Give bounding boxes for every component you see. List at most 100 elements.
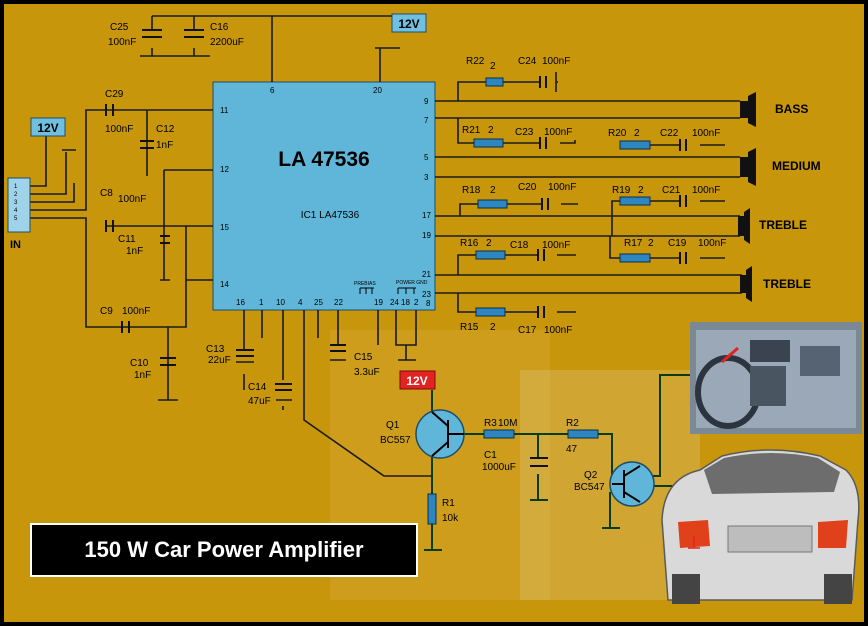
supply-tag-mid: [399, 370, 436, 390]
ic-pin-1: 1: [259, 298, 264, 307]
value-q2: BC547: [574, 482, 605, 493]
value-c17: 100nF: [544, 325, 572, 336]
label-c8: C8: [100, 188, 113, 199]
value-r2: 47: [566, 444, 578, 455]
ic-pin-4: 4: [298, 298, 303, 307]
label-c16: C16: [210, 22, 229, 33]
treble-wiring-1: [435, 200, 740, 237]
ic-pin-19: 19: [422, 231, 431, 240]
label-r2: R2: [566, 418, 579, 429]
ic-pin-15: 15: [220, 223, 229, 232]
label-c21: C21: [662, 185, 681, 196]
switch-stage-wiring: [424, 374, 700, 551]
dashboard-photo: [690, 322, 862, 434]
value-c13: 22uF: [208, 355, 231, 366]
value-r3: 10M: [498, 418, 517, 429]
value-r22: 2: [490, 61, 496, 72]
value-r21: 2: [488, 125, 494, 136]
label-c9: C9: [100, 306, 113, 317]
label-r20: R20: [608, 128, 627, 139]
label-c17: C17: [518, 325, 537, 336]
input-pin-1: 1: [14, 184, 18, 190]
label-c20: C20: [518, 182, 537, 193]
power-gnd-label: POWER GND: [396, 280, 428, 286]
bass-medium-wiring: [435, 72, 740, 178]
label-c11: C11: [118, 234, 136, 245]
bottom-wiring: [243, 310, 432, 477]
label-c10: C10: [130, 358, 149, 369]
ic-name: LA 47536: [278, 148, 369, 171]
treble-wiring-2: [435, 236, 742, 313]
supply-ground-bus: [140, 48, 210, 57]
ic-pin-14: 14: [220, 280, 229, 289]
label-c18: C18: [510, 240, 529, 251]
transistor-q2: [609, 461, 655, 507]
value-c21: 100nF: [692, 185, 720, 196]
ic-pin-20: 20: [373, 86, 382, 95]
bottom-grounds: [236, 359, 346, 410]
ic-pin-9: 9: [424, 97, 429, 106]
speaker-treble-2-label: TREBLE: [763, 277, 811, 291]
value-c22: 100nF: [692, 128, 720, 139]
supply-wiring: [151, 15, 401, 82]
ic-pin-6: 6: [270, 86, 275, 95]
value-r20: 2: [634, 128, 640, 139]
supply-tag-left: [30, 117, 66, 137]
ic-pin-17: 17: [422, 211, 431, 220]
bias-wiring: [146, 110, 213, 401]
ic-internal-switches: [359, 287, 416, 294]
ic-pin-10: 10: [276, 298, 285, 307]
label-q1: Q1: [386, 420, 400, 431]
label-c14: C14: [248, 382, 267, 393]
label-c12: C12: [156, 124, 175, 135]
supply-tag-top: [391, 13, 427, 33]
ic-pin-19b: 19: [374, 298, 383, 307]
input-pin-2: 2: [14, 192, 18, 198]
value-c11: 1nF: [126, 246, 143, 257]
ic-pin-23: 23: [422, 290, 431, 299]
label-c13: C13: [206, 344, 225, 355]
value-c20: 100nF: [548, 182, 576, 193]
value-c29: 100nF: [105, 124, 133, 135]
label-r15: R15: [460, 322, 479, 333]
supply-tag-top-label: 12V: [398, 17, 419, 31]
ic-pin-21: 21: [422, 270, 431, 279]
ic-pin-18: 18: [401, 298, 410, 307]
ic-pin-11: 11: [220, 106, 229, 115]
value-c14: 47uF: [248, 396, 271, 407]
value-r16: 2: [486, 238, 492, 249]
value-c24: 100nF: [542, 56, 570, 67]
value-c12: 1nF: [156, 140, 173, 151]
label-r22: R22: [466, 56, 485, 67]
label-c29: C29: [105, 89, 124, 100]
input-label: IN: [10, 239, 21, 251]
ic-pin-2: 2: [414, 298, 419, 307]
label-r3: R3: [484, 418, 497, 429]
value-c16: 2200uF: [210, 37, 244, 48]
value-c1: 1000uF: [482, 462, 516, 473]
supply-tag-left-label: 12V: [37, 121, 58, 135]
speaker-treble-1-label: TREBLE: [759, 218, 807, 232]
ic-pin-3: 3: [424, 173, 429, 182]
transistor-q1: [415, 409, 465, 459]
title-box: [30, 523, 418, 577]
label-r19: R19: [612, 185, 631, 196]
value-r15: 2: [490, 322, 496, 333]
ic-pin-24: 24: [390, 298, 399, 307]
speaker-bass-label: BASS: [775, 102, 808, 116]
value-c8: 100nF: [118, 194, 146, 205]
label-r18: R18: [462, 185, 481, 196]
value-c15: 3.3uF: [354, 367, 380, 378]
input-wiring: [30, 109, 213, 328]
input-pin-5: 5: [14, 216, 18, 222]
value-c25: 100nF: [108, 37, 136, 48]
ic-pin-25: 25: [314, 298, 323, 307]
label-c23: C23: [515, 127, 534, 138]
value-r17: 2: [648, 238, 654, 249]
ic-pin-5: 5: [424, 153, 429, 162]
label-r1: R1: [442, 498, 455, 509]
ic-pin-22: 22: [334, 298, 343, 307]
speaker-medium: MEDIUM: [740, 148, 821, 186]
